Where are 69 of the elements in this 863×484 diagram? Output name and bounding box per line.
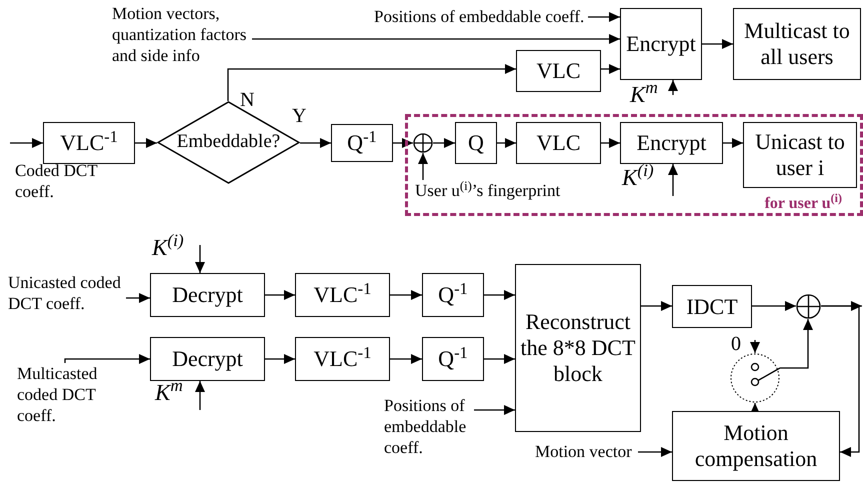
summing-junction <box>413 133 433 153</box>
arrow <box>668 80 678 95</box>
edge-label: K$^{(i)}$ <box>152 236 184 259</box>
input-text: Positions of embeddable coeff. <box>384 395 474 458</box>
input-text: User u$^{(i)}$’s fingerprint <box>415 180 600 201</box>
process-box: Motion compensation <box>672 411 840 481</box>
group-title: for user u$^{(i)}$ <box>764 196 842 212</box>
arrow <box>484 290 515 300</box>
arrow <box>723 138 743 148</box>
arrow <box>195 381 205 410</box>
arrow <box>702 39 733 49</box>
input-text: Unicasted coded DCT coeff. <box>8 272 126 314</box>
arrow <box>601 138 620 148</box>
input-text: Motion vector <box>535 441 638 462</box>
arrow <box>135 138 157 148</box>
arrow <box>601 64 620 74</box>
arrow <box>750 403 760 414</box>
process-box: VLC$^{-1}$ <box>43 122 135 164</box>
arrow <box>393 138 413 148</box>
arrow <box>641 301 672 311</box>
process-box: Multicast to all users <box>733 8 861 80</box>
process-box: Q$^{-1}$ <box>422 273 484 317</box>
process-box: Q$^{-1}$ <box>331 124 393 162</box>
process-box: VLC <box>516 50 601 92</box>
arrow <box>390 290 422 300</box>
process-box: VLC$^{-1}$ <box>295 337 390 381</box>
input-text: Multicasted coded DCT coeff. <box>17 363 127 426</box>
arrow <box>265 290 295 300</box>
edge-label: K$^{m}$ <box>155 381 183 404</box>
arrow <box>64 354 150 364</box>
process-box: Encrypt <box>620 8 702 80</box>
arrow <box>252 34 620 44</box>
arrow <box>10 138 43 148</box>
arrow <box>300 138 331 148</box>
edge-label: K$^{m}$ <box>630 83 658 106</box>
arrow <box>418 153 428 180</box>
process-box: Reconstruct the 8*8 DCT block <box>515 264 641 432</box>
edge-label: 0 <box>731 334 741 354</box>
summing-junction <box>796 294 821 319</box>
arrow <box>484 354 515 364</box>
arrow <box>750 340 760 353</box>
arrow <box>668 164 678 196</box>
arrow <box>638 447 672 457</box>
process-box: Unicast to user i <box>743 122 857 188</box>
arrow <box>126 293 150 303</box>
arrow <box>474 405 515 415</box>
arrow <box>821 305 860 457</box>
arrow <box>497 138 516 148</box>
process-box: Decrypt <box>150 273 265 317</box>
input-text: Motion vectors, quantization factors and side info <box>112 3 252 66</box>
arrow <box>390 354 422 364</box>
process-box: Decrypt <box>150 337 265 381</box>
arrow <box>433 138 455 148</box>
arrow <box>195 245 205 273</box>
arrow <box>752 301 796 311</box>
switch-symbol <box>730 353 780 403</box>
arrow <box>227 64 516 101</box>
process-box: Encrypt <box>620 122 723 164</box>
input-text: Positions of embeddable coeff. <box>374 6 588 27</box>
arrow <box>588 12 620 22</box>
arrow <box>780 319 813 369</box>
edge-label: K$^{(i)}$ <box>622 166 654 189</box>
process-box: VLC <box>516 122 601 164</box>
process-box: VLC$^{-1}$ <box>295 273 390 317</box>
dashed-group-frame <box>405 114 863 216</box>
process-box: Q$^{-1}$ <box>422 337 484 381</box>
process-box: Q <box>455 122 497 164</box>
arrow <box>265 354 295 364</box>
process-box: IDCT <box>672 285 752 328</box>
